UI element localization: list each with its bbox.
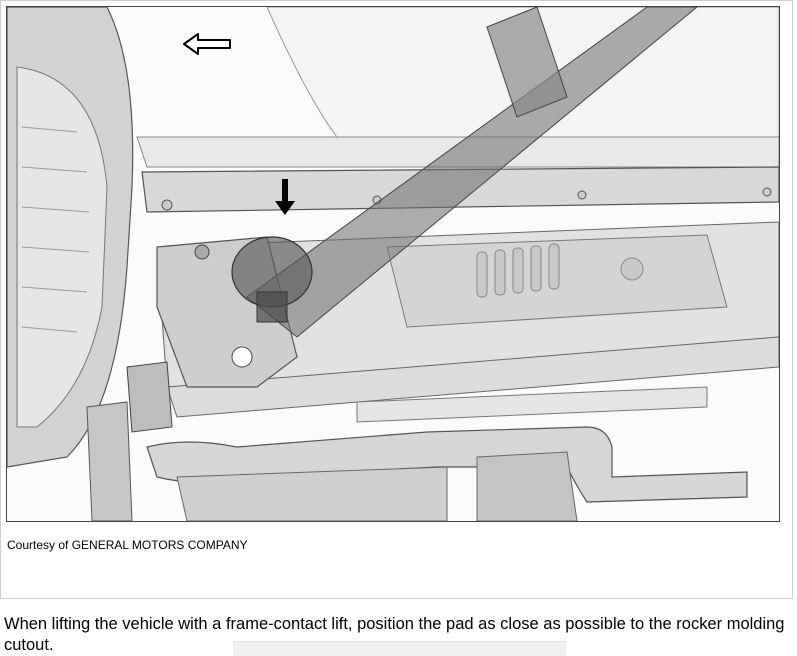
lift-point-arrow-icon: [275, 179, 295, 215]
direction-arrow-icon: [183, 33, 231, 55]
figure-frame: Courtesy of GENERAL MOTORS COMPANY: [0, 0, 793, 599]
footer-bar: [233, 641, 566, 656]
figure-caption: Courtesy of GENERAL MOTORS COMPANY: [7, 538, 248, 552]
instruction-text: When lifting the vehicle with a frame-co…: [4, 615, 785, 654]
lift-point-illustration: [6, 6, 780, 522]
